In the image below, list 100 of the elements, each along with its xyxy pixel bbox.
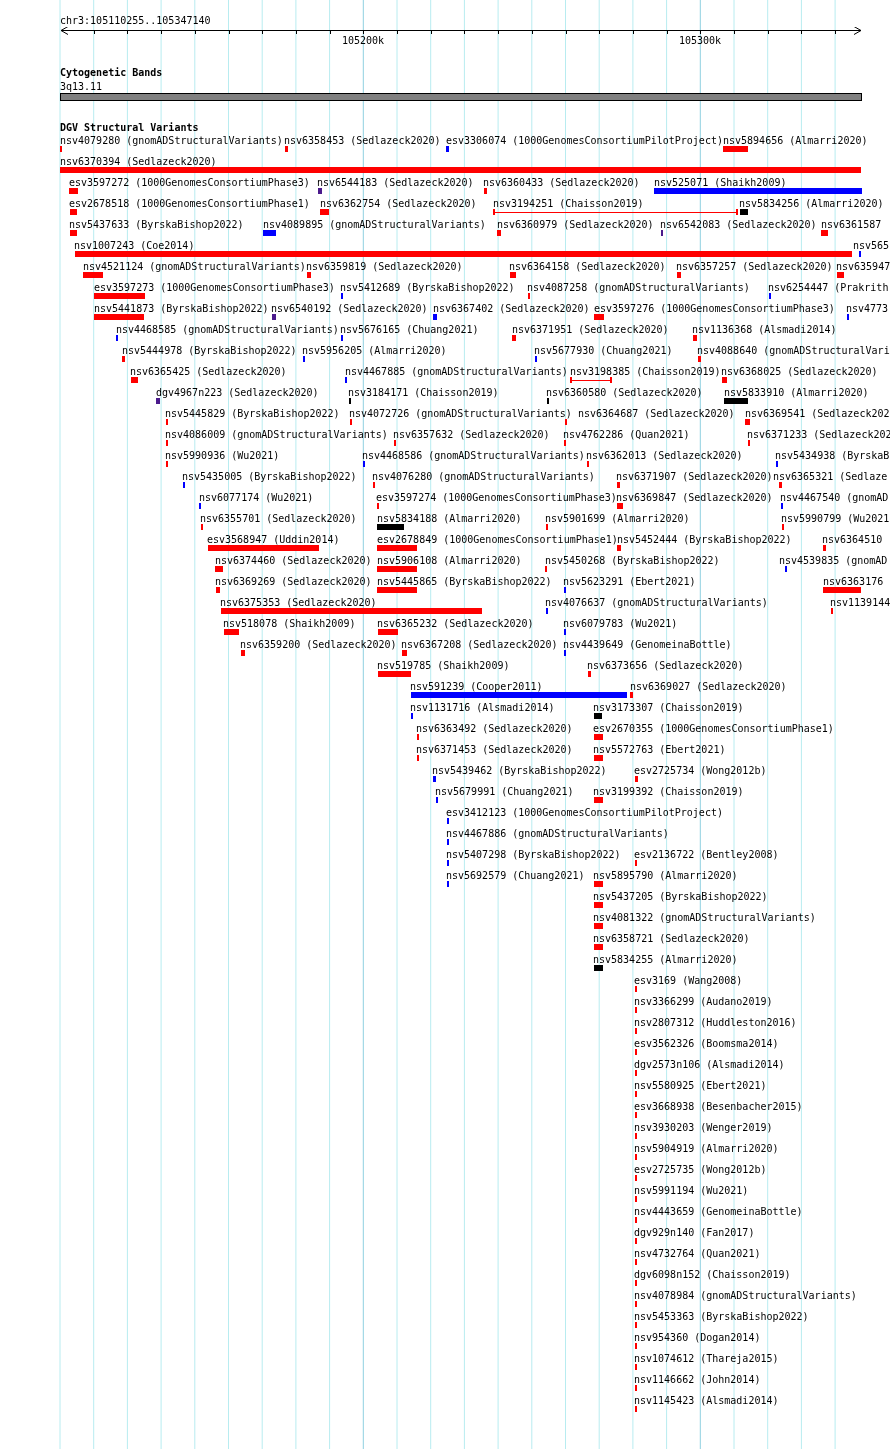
variant-label: nsv6254447 (Prakrith	[768, 282, 889, 293]
variant-label: dgv6098n152 (Chaisson2019)	[634, 1269, 791, 1280]
variant-label: nsv1145423 (Alsmadi2014)	[634, 1395, 779, 1406]
variant-label: nsv6363176	[823, 576, 884, 587]
variant-label: nsv6369027 (Sedlazeck2020)	[630, 681, 787, 692]
variant-label: nsv591239 (Cooper2011)	[410, 681, 543, 692]
variant-label: esv3412123 (1000GenomesConsortiumPilotProject)	[446, 807, 723, 818]
variant-label: nsv5407298 (ByrskaBishop2022)	[446, 849, 621, 860]
variant-label: esv2725734 (Wong2012b)	[634, 765, 767, 776]
variant-label: nsv6362013 (Sedlazeck2020)	[586, 450, 743, 461]
variant-label: nsv1136368 (Alsmadi2014)	[692, 324, 837, 335]
variant-label: nsv6357257 (Sedlazeck2020)	[676, 261, 833, 272]
variant-label: nsv6367208 (Sedlazeck2020)	[401, 639, 558, 650]
variant-label: nsv4443659 (GenomeinaBottle)	[634, 1206, 803, 1217]
variant-label: nsv4762286 (Quan2021)	[563, 429, 690, 440]
variant-label: nsv1074612 (Thareja2015)	[634, 1353, 779, 1364]
variant-label: nsv3366299 (Audano2019)	[634, 996, 773, 1007]
variant-label: nsv5452444 (ByrskaBishop2022)	[617, 534, 792, 545]
variant-label: nsv6077174 (Wu2021)	[199, 492, 314, 503]
variant-label: nsv4539835 (gnomAD	[779, 555, 888, 566]
variant-label: nsv6355701 (Sedlazeck2020)	[200, 513, 357, 524]
variant-label: nsv5445829 (ByrskaBishop2022)	[165, 408, 340, 419]
variant-label: nsv5435005 (ByrskaBishop2022)	[182, 471, 357, 482]
variant-label: nsv6357632 (Sedlazeck2020)	[393, 429, 550, 440]
variant-label: esv3597276 (1000GenomesConsortiumPhase3)	[594, 303, 835, 314]
variant-label: esv3562326 (Boomsma2014)	[634, 1038, 779, 1049]
variant-label: nsv5580925 (Ebert2021)	[634, 1080, 767, 1091]
variant-label: esv2678849 (1000GenomesConsortiumPhase1)	[377, 534, 618, 545]
variant-label: nsv3199392 (Chaisson2019)	[593, 786, 744, 797]
variant-label: nsv3930203 (Wenger2019)	[634, 1122, 773, 1133]
tick-label: 105300k	[679, 35, 722, 46]
variant-label: nsv2807312 (Huddleston2016)	[634, 1017, 797, 1028]
variant-label: nsv954360 (Dogan2014)	[634, 1332, 761, 1343]
track-title: DGV Structural Variants	[60, 122, 199, 133]
variant-label: nsv6359200 (Sedlazeck2020)	[240, 639, 397, 650]
variant-label: nsv5439462 (ByrskaBishop2022)	[432, 765, 607, 776]
variant-label: esv2725735 (Wong2012b)	[634, 1164, 767, 1175]
variant-label: nsv3198385 (Chaisson2019)	[570, 366, 721, 377]
variant-label: nsv5895790 (Almarri2020)	[593, 870, 738, 881]
variant-label: nsv4521124 (gnomADStructuralVariants)	[83, 261, 306, 272]
variant-label: nsv6371453 (Sedlazeck2020)	[416, 744, 573, 755]
variant-label: nsv5676165 (Chuang2021)	[340, 324, 479, 335]
variant-label: nsv6370394 (Sedlazeck2020)	[60, 156, 217, 167]
variant-label: nsv6368025 (Sedlazeck2020)	[721, 366, 878, 377]
variant-label: esv3597273 (1000GenomesConsortiumPhase3)	[94, 282, 335, 293]
variant-label: nsv6373656 (Sedlazeck2020)	[587, 660, 744, 671]
variant-label: nsv5437205 (ByrskaBishop2022)	[593, 891, 768, 902]
variant-label: nsv6358453 (Sedlazeck2020)	[284, 135, 441, 146]
variant-label: nsv5834255 (Almarri2020)	[593, 954, 738, 965]
variant-label: nsv5679991 (Chuang2021)	[435, 786, 574, 797]
variant-label: nsv5991194 (Wu2021)	[634, 1185, 749, 1196]
variant-label: nsv518078 (Shaikh2009)	[223, 618, 356, 629]
variant-label: nsv5901699 (Almarri2020)	[545, 513, 690, 524]
variant-label: nsv6544183 (Sedlazeck2020)	[317, 177, 474, 188]
variant-label: nsv525071 (Shaikh2009)	[654, 177, 787, 188]
variant-label: nsv4089895 (gnomADStructuralVariants)	[263, 219, 486, 230]
variant-label: nsv6365425 (Sedlazeck2020)	[130, 366, 287, 377]
variant-label: dgv929n140 (Fan2017)	[634, 1227, 755, 1238]
variant-label: nsv4468585 (gnomADStructuralVariants)	[116, 324, 339, 335]
variant-label: nsv4773	[846, 303, 889, 314]
variant-label: nsv4086009 (gnomADStructuralVariants)	[165, 429, 388, 440]
variant-label: nsv6369541 (Sedlazeck202	[745, 408, 890, 419]
variant-label: nsv6371233 (Sedlazeck202	[747, 429, 890, 440]
variant-label: esv2670355 (1000GenomesConsortiumPhase1)	[593, 723, 834, 734]
variant-label: nsv5437633 (ByrskaBishop2022)	[69, 219, 244, 230]
variant-label: nsv635947	[836, 261, 890, 272]
variant-label: nsv4081322 (gnomADStructuralVariants)	[593, 912, 816, 923]
variant-label: esv3668938 (Besenbacher2015)	[634, 1101, 803, 1112]
variant-label: nsv6540192 (Sedlazeck2020)	[271, 303, 428, 314]
variant-label: nsv6374460 (Sedlazeck2020)	[215, 555, 372, 566]
variant-label: nsv1146662 (John2014)	[634, 1374, 761, 1385]
variant-label: dgv2573n106 (Alsmadi2014)	[634, 1059, 785, 1070]
variant-label: nsv5444978 (ByrskaBishop2022)	[122, 345, 297, 356]
variant-label: nsv6363492 (Sedlazeck2020)	[416, 723, 573, 734]
variant-label: nsv4439649 (GenomeinaBottle)	[563, 639, 732, 650]
variant-label: nsv6542083 (Sedlazeck2020)	[660, 219, 817, 230]
variant-label: nsv6375353 (Sedlazeck2020)	[220, 597, 377, 608]
variant-label: esv3169 (Wang2008)	[634, 975, 743, 986]
variant-label: nsv5412689 (ByrskaBishop2022)	[340, 282, 515, 293]
variant-label: nsv5956205 (Almarri2020)	[302, 345, 447, 356]
variant-label: nsv6358721 (Sedlazeck2020)	[593, 933, 750, 944]
variant-label: nsv5445865 (ByrskaBishop2022)	[377, 576, 552, 587]
variant-label: nsv4076637 (gnomADStructuralVariants)	[545, 597, 768, 608]
variant-label: esv3597272 (1000GenomesConsortiumPhase3)	[69, 177, 310, 188]
variant-label: nsv5450268 (ByrskaBishop2022)	[545, 555, 720, 566]
variant-label: nsv3194251 (Chaisson2019)	[493, 198, 644, 209]
variant-label: nsv5692579 (Chuang2021)	[446, 870, 585, 881]
variant-label: nsv6369847 (Sedlazeck2020)	[616, 492, 773, 503]
variant-label: nsv6365321 (Sedlaze	[773, 471, 888, 482]
variant-label: nsv4088640 (gnomADStructuralVari	[697, 345, 890, 356]
variant-label: nsv1131716 (Alsmadi2014)	[410, 702, 555, 713]
variant-label: nsv4087258 (gnomADStructuralVariants)	[527, 282, 750, 293]
variant-label: nsv6362754 (Sedlazeck2020)	[320, 198, 477, 209]
variant-label: nsv6364687 (Sedlazeck2020)	[578, 408, 735, 419]
variant-label: esv2136722 (Bentley2008)	[634, 849, 779, 860]
variant-label: nsv6079783 (Wu2021)	[563, 618, 678, 629]
variant-label: nsv5441873 (ByrskaBishop2022)	[94, 303, 269, 314]
variant-label: dgv4967n223 (Sedlazeck2020)	[156, 387, 319, 398]
variant-label: nsv6371951 (Sedlazeck2020)	[512, 324, 669, 335]
variant-label: nsv4467885 (gnomADStructuralVariants)	[345, 366, 568, 377]
